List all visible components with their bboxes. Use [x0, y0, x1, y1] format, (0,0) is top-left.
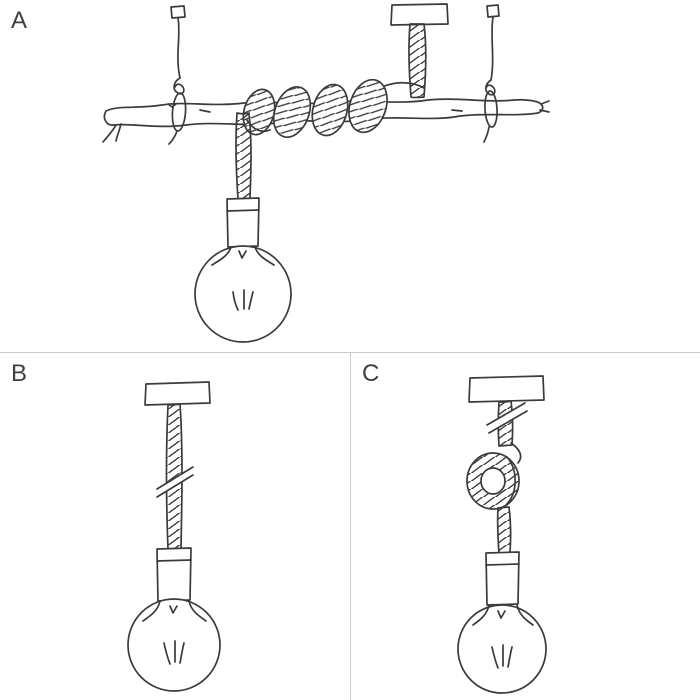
- panel-a-label: A: [11, 7, 28, 34]
- ceiling-rose-icon: [468, 375, 545, 403]
- light-bulb-icon: [457, 604, 547, 694]
- wire-tie-left-icon: [168, 77, 187, 145]
- wire-tie-right-icon: [483, 79, 498, 143]
- branch-pendant-sketch: [102, 3, 550, 343]
- lamp-socket-icon: [226, 197, 260, 248]
- panel-a: A: [11, 3, 550, 343]
- rope-upper-icon: [408, 23, 427, 99]
- rope-lower-icon: [235, 112, 252, 201]
- rope-break-mark-icon: [486, 402, 528, 434]
- ceiling-hook-left-icon: [170, 5, 186, 79]
- ceiling-rose-icon: [144, 381, 211, 406]
- rope-pendant-sketch: [127, 381, 221, 692]
- ceiling-hook-right-icon: [486, 4, 500, 81]
- ceiling-rose-icon: [390, 3, 449, 26]
- bottom-row: B: [0, 352, 700, 700]
- panel-c-label: C: [362, 360, 380, 387]
- rope-break-mark-icon: [156, 466, 194, 498]
- light-bulb-icon: [194, 245, 292, 343]
- lamp-socket-icon: [485, 551, 520, 606]
- rope-coil-icon: [242, 78, 425, 138]
- panel-c: C: [350, 353, 699, 700]
- lamp-socket-icon: [156, 547, 192, 602]
- rope-lower-icon: [496, 506, 512, 555]
- knotted-rope-pendant-sketch: [457, 375, 547, 694]
- panel-b: B: [0, 353, 350, 700]
- rope-knot-icon: [466, 442, 522, 510]
- panel-b-label: B: [11, 360, 28, 387]
- light-bulb-icon: [127, 598, 221, 692]
